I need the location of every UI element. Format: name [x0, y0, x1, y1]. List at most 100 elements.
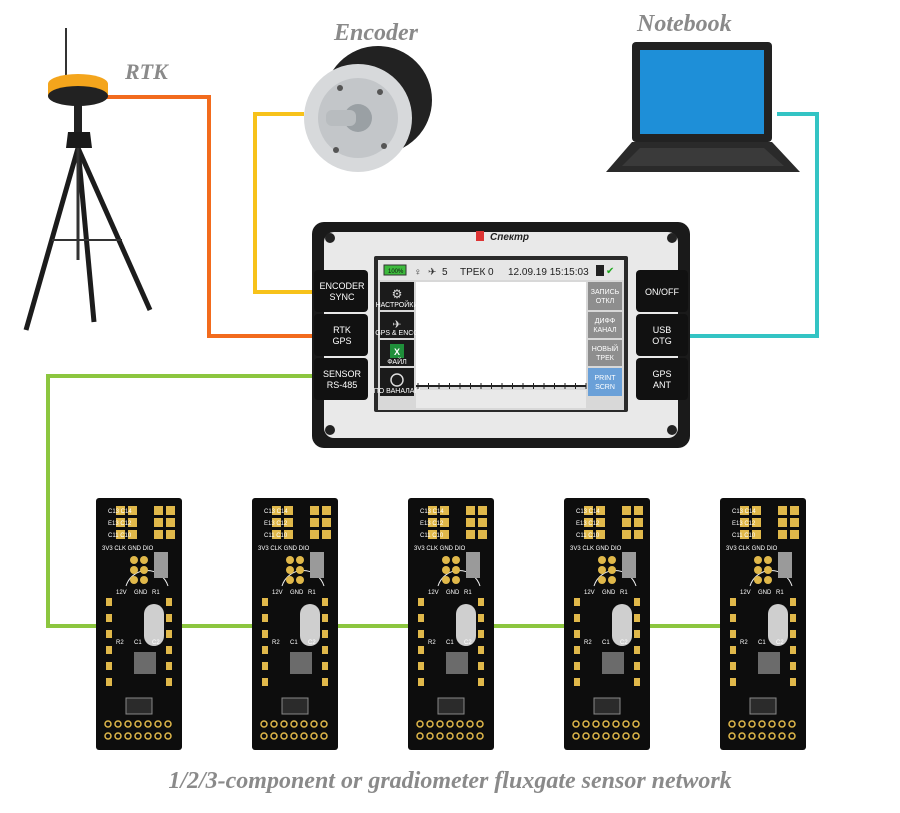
soft-button-print-screen[interactable] — [588, 368, 622, 396]
solder-pad — [634, 530, 643, 539]
pin-row-label: C13 C14 — [576, 509, 600, 515]
header-hole — [446, 732, 454, 740]
header-hole — [280, 732, 288, 740]
header-hole — [154, 732, 162, 740]
menu-settings[interactable] — [380, 282, 414, 310]
smd-pad — [262, 630, 268, 638]
sd-card-icon — [596, 265, 604, 276]
new-track-label-2: ТРЕК — [596, 355, 615, 362]
rtk-label: RTK — [124, 59, 169, 84]
smd-pad — [478, 662, 484, 670]
smd-pad — [574, 630, 580, 638]
usb-otg-label-1: USB — [653, 325, 672, 335]
pin-row-label: C13 C14 — [420, 509, 444, 515]
on-off-label: ON/OFF — [645, 287, 679, 297]
component-label: GND — [290, 590, 304, 596]
smd-pad — [262, 614, 268, 622]
chip-u1 — [758, 652, 780, 674]
solder-pad — [740, 518, 749, 527]
left-button-encoder-sync[interactable]: ENCODER SYNC — [314, 270, 368, 312]
solder-pad — [272, 518, 281, 527]
encoder-connection-line — [253, 112, 312, 294]
device-screen: 100% ♀ ✈ 5 ТРЕК 0 12.09.19 15:15:03 ✔ ⚙ … — [374, 256, 628, 412]
crystal — [144, 604, 164, 646]
print-label-2: SCRN — [595, 384, 615, 391]
solder-pad — [740, 530, 749, 539]
left-button-rtk-gps[interactable]: RTK GPS — [314, 314, 368, 356]
smd-pad — [166, 646, 172, 654]
menu-channels-label: ПО ВАНАЛАМ — [374, 388, 421, 395]
via-pad — [296, 576, 304, 584]
right-button-gps-ant[interactable]: GPS ANT — [636, 358, 688, 400]
smd-pad — [730, 630, 736, 638]
smd-pad — [322, 646, 328, 654]
soft-button-new-track[interactable] — [588, 340, 622, 366]
component-label: 12V — [740, 590, 751, 596]
component-label: 12V — [116, 590, 127, 596]
component-label: C1 — [446, 640, 454, 646]
header-hole — [134, 732, 142, 740]
sensor-bus-line — [46, 374, 730, 628]
right-button-on-off[interactable]: ON/OFF — [636, 270, 688, 312]
smd-pad — [478, 678, 484, 686]
solder-pad — [596, 530, 605, 539]
solder-pad — [322, 518, 331, 527]
header-hole — [728, 720, 736, 728]
header-hole — [114, 720, 122, 728]
left-button-sensor-rs485[interactable]: SENSOR RS-485 — [314, 358, 368, 400]
via-pad — [764, 556, 772, 564]
header-hole — [788, 720, 796, 728]
spektr-device: Спектр ENCODER SYNC RTK GPS SENSOR RS-48… — [312, 222, 690, 448]
usb-otg-label-2: OTG — [652, 336, 672, 346]
via-pad — [452, 566, 460, 574]
via-pad — [608, 556, 616, 564]
component-label: R1 — [620, 590, 628, 596]
pin-row-label: C13 C14 — [108, 509, 132, 515]
via-pad — [130, 566, 138, 574]
soft-button-record[interactable] — [588, 282, 622, 310]
header-hole — [748, 732, 756, 740]
header-hole — [300, 732, 308, 740]
pin-row-label: E13 C12 — [264, 521, 288, 527]
smd-pad — [418, 678, 424, 686]
smd-pad — [634, 630, 640, 638]
pin-row-label: E13 C12 — [732, 521, 756, 527]
via-pad — [452, 556, 460, 564]
header-label: 3V3 CLK GND DIO — [726, 546, 778, 552]
smd-pad — [322, 662, 328, 670]
via-pad — [140, 566, 148, 574]
smd-pad — [574, 614, 580, 622]
soft-button-diff-channel[interactable] — [588, 312, 622, 338]
chip-u2 — [749, 697, 777, 715]
component-label: C1 — [290, 640, 298, 646]
pin-row-label: E13 C12 — [420, 521, 444, 527]
solder-pad — [778, 530, 787, 539]
capacitor — [310, 552, 324, 578]
smd-pad — [262, 646, 268, 654]
smd-pad — [166, 662, 172, 670]
via-pad — [442, 566, 450, 574]
smd-pad — [574, 598, 580, 606]
solder-pad — [310, 530, 319, 539]
diagram-caption: 1/2/3-component or gradiometer fluxgate … — [168, 768, 732, 794]
component-label: R1 — [308, 590, 316, 596]
pin-row-label: E13 C12 — [576, 521, 600, 527]
screen-left-menu: ⚙ НАСТРОЙКИ ✈ GPS & ENCO X ФАЙЛ ПО ВАНАЛ… — [374, 282, 421, 396]
via-pad — [754, 556, 762, 564]
smd-pad — [634, 678, 640, 686]
header-hole — [612, 732, 620, 740]
chip-u2 — [593, 697, 621, 715]
menu-channels[interactable] — [380, 368, 414, 396]
smd-pad — [106, 678, 112, 686]
notebook-image — [606, 42, 800, 172]
via-pad — [130, 576, 138, 584]
header-hole — [310, 732, 318, 740]
smd-pad — [730, 598, 736, 606]
solder-pad — [322, 530, 331, 539]
plot-area — [416, 282, 586, 386]
menu-gps-enco[interactable] — [380, 312, 414, 338]
pin-row-label: C11 C10 — [576, 533, 600, 539]
right-button-usb-otg[interactable]: USB OTG — [636, 314, 688, 356]
